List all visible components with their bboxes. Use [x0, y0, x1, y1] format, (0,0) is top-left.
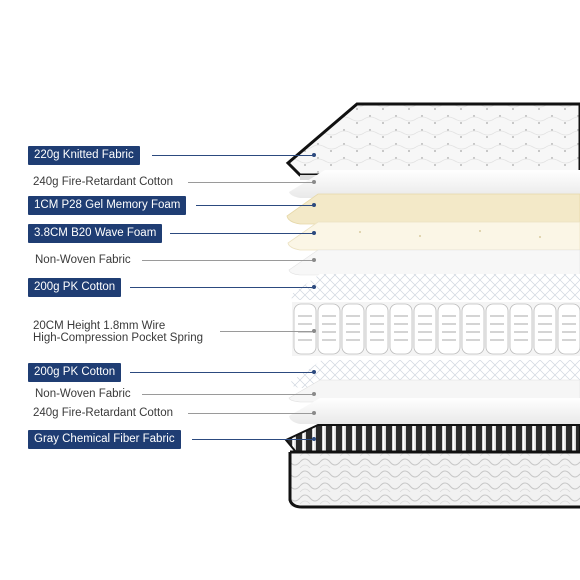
dot-knitted — [312, 153, 316, 157]
label-pk-cotton-bottom: 200g PK Cotton — [28, 363, 122, 382]
leader-spring — [220, 331, 314, 332]
label-non-woven-bottom: Non-Woven Fabric — [35, 388, 131, 400]
label-knitted-fabric: 220g Knitted Fabric — [28, 146, 140, 165]
label-pocket-spring: 20CM Height 1.8mm Wire High-Compression … — [33, 320, 204, 344]
dot-gel — [312, 203, 316, 207]
layer-non-woven-bottom — [288, 379, 580, 403]
label-fire-retardant-top: 240g Fire-Retardant Cotton — [33, 176, 173, 188]
layer-pk-cotton-top — [289, 274, 580, 300]
dot-pk-bottom — [312, 370, 316, 374]
leader-fire-top — [188, 182, 314, 183]
leader-gray-fiber — [192, 439, 314, 440]
layer-wave-foam — [287, 221, 580, 251]
leader-nonwoven-top — [142, 260, 314, 261]
leader-pk-bottom — [130, 372, 314, 373]
dot-nonwoven-bottom — [312, 392, 316, 396]
leader-pk-top — [130, 287, 314, 288]
layer-fire-retardant-top — [289, 170, 580, 198]
dot-gray-fiber — [312, 437, 316, 441]
dot-nonwoven-top — [312, 258, 316, 262]
leader-fire-bottom — [188, 413, 314, 414]
dot-pk-top — [312, 285, 316, 289]
leader-knitted — [152, 155, 314, 156]
label-pk-cotton-top: 200g PK Cotton — [28, 278, 122, 297]
leader-gel — [196, 205, 314, 206]
layer-gray-fiber-fabric — [284, 424, 580, 453]
dot-wave — [312, 231, 316, 235]
dot-spring — [312, 329, 316, 333]
layer-gel-memory-foam — [286, 193, 580, 225]
label-non-woven-top: Non-Woven Fabric — [35, 254, 131, 266]
leader-nonwoven-bottom — [142, 394, 314, 395]
leader-wave — [170, 233, 314, 234]
label-wave-foam: 3.8CM B20 Wave Foam — [28, 224, 163, 243]
label-fire-retardant-bottom: 240g Fire-Retardant Cotton — [33, 407, 173, 419]
dot-fire-top — [312, 180, 316, 184]
layer-non-woven-top — [288, 249, 580, 276]
mattress-base — [288, 450, 580, 509]
dot-fire-bottom — [312, 411, 316, 415]
layer-pocket-springs — [292, 302, 580, 356]
label-gel-memory-foam: 1CM P28 Gel Memory Foam — [28, 196, 187, 215]
label-gray-fiber-fabric: Gray Chemical Fiber Fabric — [28, 430, 181, 449]
layer-knitted-fabric — [285, 102, 580, 180]
layer-fire-retardant-bottom — [289, 398, 580, 424]
